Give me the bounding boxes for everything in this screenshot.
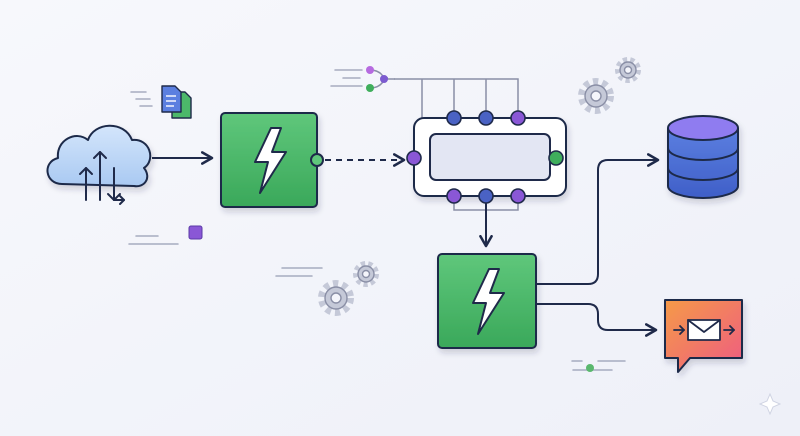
cloud-source [46, 124, 152, 205]
documents-icon [161, 85, 192, 119]
gears-icon [578, 57, 641, 114]
event-bus-icon [394, 78, 567, 211]
bus-inner [429, 133, 551, 181]
sparkle-icon [758, 392, 782, 416]
bus-port-right [548, 150, 564, 166]
notification-message [664, 299, 743, 373]
function-node-2 [437, 253, 537, 349]
bus-port-bottom-3 [510, 188, 526, 204]
gears-icon [318, 261, 379, 316]
edge-function-to-notification [536, 303, 658, 337]
output-port [310, 153, 324, 167]
connector-dot-purple [366, 66, 374, 74]
decorative-lines [128, 69, 626, 371]
edge-function-to-database [536, 153, 660, 285]
purple-square-icon [188, 225, 203, 240]
function-node-1 [220, 112, 324, 208]
bus-port-top-2 [478, 110, 494, 126]
bus-port-left [406, 150, 422, 166]
bus-port-top-1 [446, 110, 462, 126]
connector-dot-violet [380, 75, 388, 83]
decorative-dot-green [586, 364, 594, 372]
envelope-icon [673, 319, 735, 341]
database-icon [667, 115, 739, 199]
lightning-bolt-icon [472, 268, 505, 335]
bus-port-bottom-1 [446, 188, 462, 204]
bus-port-bottom-2 [478, 188, 494, 204]
cloud-shape [46, 124, 152, 188]
connector-dot-green [366, 84, 374, 92]
bus-port-top-3 [510, 110, 526, 126]
lightning-bolt-icon [254, 127, 287, 194]
upload-download-arrows-icon [79, 151, 125, 205]
